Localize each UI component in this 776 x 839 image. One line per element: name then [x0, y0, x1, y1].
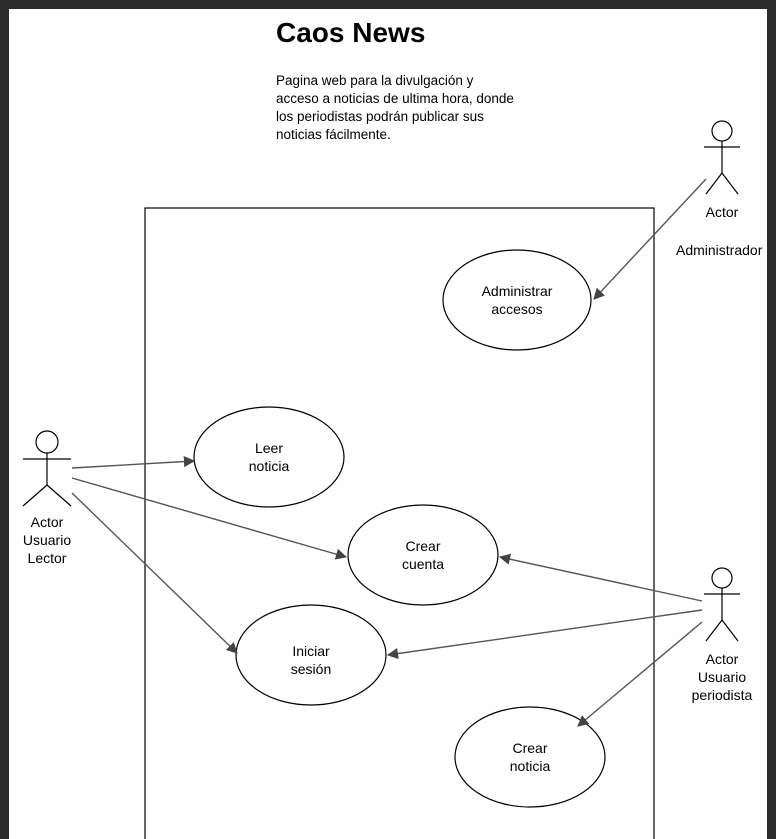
- use-case-diagram: [22, 120, 740, 839]
- use-case-administrar-accesos[interactable]: [442, 249, 592, 351]
- edge-periodista-crear-cuenta: [498, 553, 703, 602]
- diagram-title: Caos News: [276, 17, 426, 48]
- diagram-description: Pagina web para la divulgación y acceso …: [276, 73, 514, 142]
- edge-lector-leer: [71, 455, 196, 469]
- actor-lector-label: Actor Usuario Lector: [22, 514, 72, 566]
- use-case-iniciar-label: Iniciar sesión: [290, 643, 332, 677]
- actor-administrador-role: Administrador: [676, 242, 763, 258]
- use-case-crear-noticia-label: Crear noticia: [509, 740, 551, 774]
- system-boundary: [144, 207, 655, 839]
- edge-periodista-iniciar: [386, 609, 703, 660]
- edge-lector-crear-cuenta: [71, 477, 348, 560]
- edge-periodista-crear-noticia: [577, 621, 703, 727]
- actor-administrador-figure[interactable]: [704, 120, 740, 195]
- use-case-leer-label: Leer noticia: [248, 440, 290, 474]
- use-case-iniciar-sesion[interactable]: [235, 604, 387, 706]
- use-case-crear-noticia[interactable]: [454, 706, 606, 808]
- edge-lector-iniciar: [71, 492, 238, 654]
- edge-admin-administrar: [593, 178, 707, 300]
- use-case-crear-cuenta[interactable]: [347, 504, 499, 606]
- actor-periodista-figure[interactable]: [704, 567, 740, 642]
- use-case-administrar-label: Administrar accesos: [481, 283, 553, 317]
- actor-administrador-label: Actor: [705, 204, 739, 220]
- actor-lector-figure[interactable]: [22, 430, 72, 507]
- use-case-crear-cuenta-label: Crear cuenta: [401, 538, 445, 572]
- diagram-canvas: Caos News Pagina web para la divulgación…: [9, 9, 767, 839]
- actor-periodista-label: Actor Usuario periodista: [691, 651, 753, 703]
